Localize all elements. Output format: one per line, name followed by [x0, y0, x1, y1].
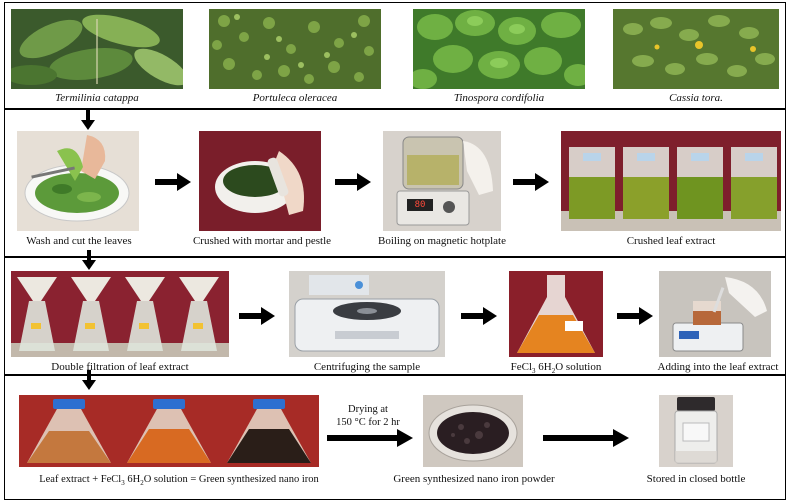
nano-iron-powder-photo [423, 395, 523, 467]
drying-line-1: Drying at [325, 403, 411, 416]
step-caption-fecl3: FeCl3 6H2O solution [495, 361, 617, 374]
eq-mid: 6H [125, 474, 140, 485]
stored-caption: Stored in closed bottle [615, 473, 777, 486]
drying-line-2: 150 °C for 2 hr [323, 416, 413, 429]
adding-extract-photo [659, 271, 771, 357]
eq-suffix: O solution = Green synthesized nano iron [144, 474, 319, 485]
portulaca-oleracea-photo [209, 9, 381, 89]
hotplate-display: 80 [407, 199, 433, 211]
step-caption-boil: Boiling on magnetic hotplate [361, 235, 523, 248]
step-caption-wash: Wash and cut the leaves [13, 235, 145, 248]
equation-caption: Leaf extract + FeCl3 6H2O solution = Gre… [7, 473, 351, 486]
fecl3-mid: 6H [536, 361, 552, 373]
right-arrow-icon [239, 307, 275, 325]
step-caption-filtration: Double filtration of leaf extract [11, 361, 229, 374]
centrifuge-photo [289, 271, 445, 357]
fecl3-suffix: O solution [555, 361, 601, 373]
step-caption-centrifuge: Centrifuging the sample [289, 361, 445, 374]
plant-caption-2: Portuleca oleracea [209, 92, 381, 105]
plants-panel: Termilinia catappa Portuleca oleracea [4, 2, 786, 110]
leaf-extract-beakers-photo [561, 131, 781, 231]
mortar-pestle-photo [199, 131, 321, 231]
powder-caption: Green synthesized nano iron powder [377, 473, 571, 486]
synthesis-panel: Leaf extract + FeCl3 6H2O solution = Gre… [4, 374, 786, 500]
step-caption-extract: Crushed leaf extract [561, 235, 781, 248]
right-arrow-icon [461, 307, 497, 325]
hotplate-photo: 80 [383, 131, 501, 231]
wash-leaves-photo [17, 131, 139, 231]
step-caption-adding: Adding into the leaf extract [653, 361, 783, 374]
eq-prefix: Leaf extract + FeCl [39, 474, 121, 485]
plant-caption-4: Cassia tora. [613, 92, 779, 105]
cassia-tora-photo [613, 9, 779, 89]
tinospora-cordifolia-photo [413, 9, 585, 89]
step-caption-crush: Crushed with mortar and pestle [181, 235, 343, 248]
fecl3-flask-photo [509, 271, 603, 357]
right-arrow-icon [513, 173, 549, 191]
plant-caption-1: Termilinia catappa [11, 92, 183, 105]
right-arrow-icon [327, 429, 413, 447]
right-arrow-icon [335, 173, 371, 191]
terminalia-catappa-photo [11, 9, 183, 89]
stored-bottle-photo [659, 395, 733, 467]
double-filtration-photo [11, 271, 229, 357]
right-arrow-icon [543, 429, 629, 447]
fecl3-prefix: FeCl [511, 361, 532, 373]
right-arrow-icon [617, 307, 653, 325]
right-arrow-icon [155, 173, 191, 191]
extraction-panel: Wash and cut the leaves Crushed with mor… [4, 108, 786, 258]
filtration-panel: Double filtration of leaf extract Centri… [4, 256, 786, 376]
plant-caption-3: Tinospora cordifolia [413, 92, 585, 105]
nano-iron-flasks-photo [19, 395, 319, 467]
